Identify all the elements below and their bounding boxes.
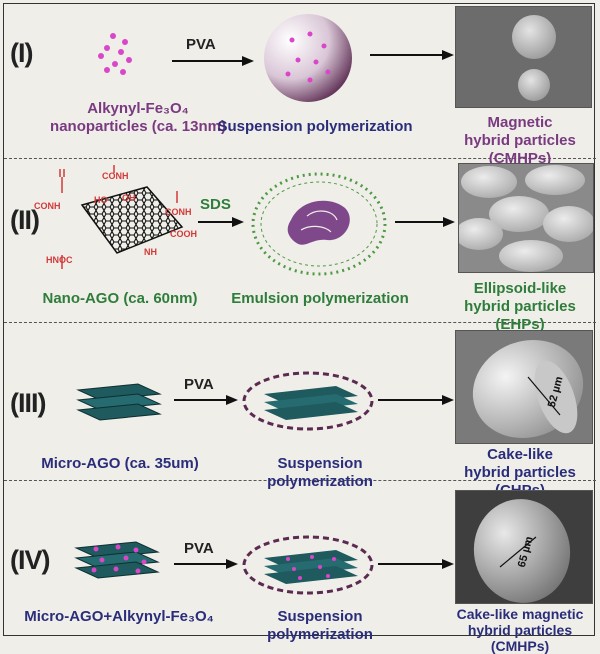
- arrow-icon: [174, 559, 238, 569]
- method-label: Emulsion polymerization: [231, 290, 409, 307]
- functional-group-label: CONH: [102, 171, 129, 181]
- arrow-icon: [172, 56, 254, 66]
- encapsulated-ago-fe3o4-icon: [242, 535, 374, 595]
- functional-group-label: CONH: [34, 201, 61, 211]
- nano-ago-graphene-icon: CONH CONH CONH HO OH COOH HNOC NH: [34, 165, 197, 269]
- row1-product-label: Magnetic hybrid particles (CMHPs): [464, 114, 576, 167]
- sem-image-cmhps: [455, 490, 593, 604]
- row1-left-label: Alkynyl-Fe₃O₄ nanoparticles (ca. 13nm): [50, 100, 226, 135]
- fe3o4-nanoparticles-icon: [98, 33, 132, 75]
- sem-image-cmhps: [455, 6, 592, 108]
- sem-image-ehps: [458, 163, 594, 273]
- method-label: Suspension polymerization: [217, 118, 413, 135]
- functional-group-label: COOH: [170, 229, 197, 239]
- encapsulated-ago-icon: [242, 371, 374, 431]
- arrow-icon: [395, 217, 455, 227]
- polymer-sphere-icon: [264, 14, 352, 102]
- figure-frame: [3, 3, 595, 636]
- arrow-icon: [370, 50, 454, 60]
- arrow-icon: [174, 395, 238, 405]
- reagent-label: PVA: [184, 376, 214, 393]
- functional-group-label: HNOC: [46, 255, 73, 265]
- micro-ago-stack-icon: [76, 383, 162, 421]
- row-numeral: (I): [10, 38, 34, 68]
- row4-product-label: Cake-like magnetic hybrid particles (CMH…: [456, 606, 584, 654]
- row4-left-label: Micro-AGO+Alkynyl-Fe₃O₄: [24, 608, 214, 625]
- emulsion-micelle-icon: [251, 172, 387, 276]
- row-numeral: (II): [10, 205, 40, 235]
- row-divider: [4, 158, 596, 159]
- reagent-label: SDS: [200, 196, 231, 213]
- arrow-icon: [378, 559, 454, 569]
- row-numeral: (III): [10, 388, 46, 418]
- micro-ago-fe3o4-stack-icon: [74, 541, 160, 579]
- method-label: Suspension polymerization: [267, 608, 373, 643]
- reagent-label: PVA: [184, 540, 214, 557]
- row-divider: [4, 480, 596, 481]
- arrow-icon: [198, 217, 244, 227]
- functional-group-label: OH: [122, 193, 136, 203]
- arrow-icon: [378, 395, 454, 405]
- sem-image-chps: [455, 330, 593, 444]
- row2-product-label: Ellipsoid-like hybrid particles (EHPs): [464, 280, 576, 333]
- functional-group-label: CONH: [165, 207, 192, 217]
- row-numeral: (IV): [10, 545, 50, 575]
- functional-group-label: NH: [144, 247, 157, 257]
- row2-left-label: Nano-AGO (ca. 60nm): [42, 290, 198, 307]
- row3-left-label: Micro-AGO (ca. 35um): [41, 455, 199, 472]
- reagent-label: PVA: [186, 36, 216, 53]
- functional-group-label: HO: [94, 195, 108, 205]
- method-label: Suspension polymerization: [267, 455, 373, 490]
- row-divider: [4, 322, 596, 323]
